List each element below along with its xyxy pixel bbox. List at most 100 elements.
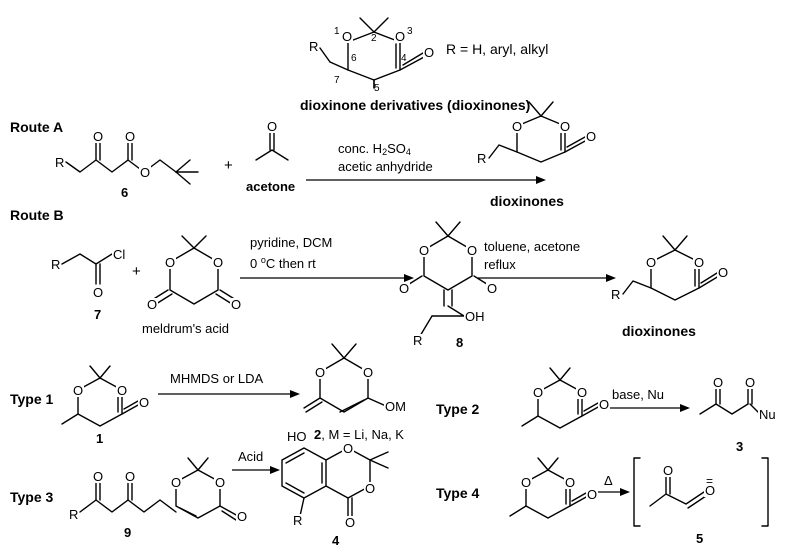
route-a-product-label: dioxinones (490, 193, 564, 209)
route-b-arrow-2 (478, 274, 616, 282)
compound-2-label: 2, M = Li, Na, K (314, 427, 404, 442)
ring-oxygen: O (212, 255, 225, 270)
compound-6-label: 6 (121, 185, 129, 200)
type-4-label: Type 4 (436, 485, 480, 501)
type2-arrow (602, 404, 690, 412)
acyl-oxygen: O (744, 375, 757, 390)
route-b-condition-3: toluene, acetone (484, 239, 581, 254)
carbonyl-oxygen: O (138, 395, 151, 410)
phenol-hydroxyl: HO (286, 429, 308, 444)
acyl-oxygen: O (92, 285, 105, 300)
meldrums-acid-structure (151, 235, 237, 305)
carbonyl-oxygen: O (586, 487, 599, 502)
plus-sign: + (132, 263, 141, 280)
r-group: R (412, 333, 424, 348)
keto-oxygen: O (92, 129, 105, 144)
compound-3-label: 3 (736, 439, 744, 454)
acetoacetyl-3-structure (699, 385, 761, 415)
carbonyl-oxygen: O (585, 129, 598, 144)
ester-oxygen: O (139, 165, 152, 180)
r-group: R (610, 287, 622, 302)
carbonyl-oxygen: O (146, 297, 159, 312)
acyl-chloride-7-structure (61, 253, 113, 285)
ring-oxygen: O (520, 475, 533, 490)
acylketene-5-structure (633, 457, 769, 527)
chlorine-atom: Cl (112, 247, 127, 262)
ring-oxygen: O (116, 383, 129, 398)
keto-oxygen: O (124, 469, 137, 484)
ring-oxygen: O (532, 385, 545, 400)
plus-sign: + (224, 157, 233, 174)
carbonyl-oxygen: O (423, 45, 436, 60)
route-a-arrow (306, 176, 546, 184)
ring-oxygen: O (362, 365, 375, 380)
compound-4-label: 4 (332, 533, 340, 548)
metal-enolate: OM (384, 399, 407, 414)
ring-oxygen: O (170, 475, 183, 490)
ring-oxygen: O (418, 243, 431, 258)
compound-7-label: 7 (94, 307, 102, 322)
ring-oxygen: O (693, 255, 706, 270)
type-2-condition: base, Nu (612, 387, 665, 402)
type-1-condition: MHMDS or LDA (170, 371, 264, 386)
route-b-label: Route B (10, 207, 64, 223)
type-3-label: Type 3 (10, 489, 54, 505)
type1-arrow (158, 390, 300, 398)
ring-oxygen: O (466, 243, 479, 258)
position-6: 6 (351, 53, 357, 64)
position-3: 3 (407, 26, 413, 37)
keto-oxygen: O (662, 463, 675, 478)
route-a-condition-2: acetic anhydride (338, 159, 433, 174)
carbonyl-oxygen: O (344, 515, 357, 530)
ring-oxygen: O (214, 475, 227, 490)
compound-9-label: 9 (124, 525, 132, 540)
position-5: 5 (374, 83, 380, 94)
carbonyl-oxygen: O (598, 397, 611, 412)
carbonyl-oxygen: O (398, 281, 411, 296)
route-b-product-label: dioxinones (622, 323, 696, 339)
route-a-label: Route A (10, 119, 64, 135)
ring-oxygen: O (342, 441, 355, 456)
carbonyl-oxygen: O (717, 265, 730, 280)
compound-8-label: 8 (456, 335, 464, 350)
nucleophile: Nu (758, 407, 777, 422)
r-group: R (292, 513, 304, 528)
ketene-oxygen: O (704, 483, 717, 498)
type-1-label: Type 1 (10, 391, 54, 407)
r-group: R (50, 257, 62, 272)
ring-oxygen-1: O (341, 29, 354, 44)
position-4: 4 (401, 53, 407, 64)
ring-oxygen: O (364, 481, 377, 496)
type-4-condition-heat: Δ (604, 473, 613, 488)
carbonyl-oxygen: O (486, 281, 499, 296)
position-2: 2 (371, 33, 377, 44)
ketene-cumulated-bond: = (706, 474, 714, 488)
ring-oxygen: O (511, 119, 524, 134)
carbonyl-oxygen: O (230, 297, 243, 312)
ester-carbonyl-oxygen: O (124, 129, 137, 144)
position-1: 1 (334, 26, 340, 37)
acetone-structure (255, 131, 289, 161)
meldrums-acid-label: meldrum's acid (142, 321, 230, 336)
route-b-arrow-1 (240, 274, 414, 282)
r-group: R (54, 155, 66, 170)
r-group: R (476, 151, 488, 166)
hydroxyl-group: OH (464, 309, 486, 324)
ketoester-6-structure (65, 141, 199, 185)
ring-oxygen: O (164, 255, 177, 270)
r-definition: R = H, aryl, alkyl (446, 41, 549, 57)
ring-oxygen: O (576, 385, 589, 400)
r-group: R (68, 507, 80, 522)
ring-oxygen-3: O (394, 29, 407, 44)
route-b-condition-1: pyridine, DCM (250, 235, 333, 250)
ring-oxygen: O (314, 365, 327, 380)
keto-oxygen: O (92, 469, 105, 484)
type3-arrow (232, 466, 280, 474)
header-title: dioxinone derivatives (dioxinones) (300, 97, 531, 113)
type-3-condition: Acid (238, 449, 264, 464)
position-7: 7 (334, 75, 340, 86)
type-2-label: Type 2 (436, 401, 480, 417)
keto-oxygen: O (712, 375, 725, 390)
